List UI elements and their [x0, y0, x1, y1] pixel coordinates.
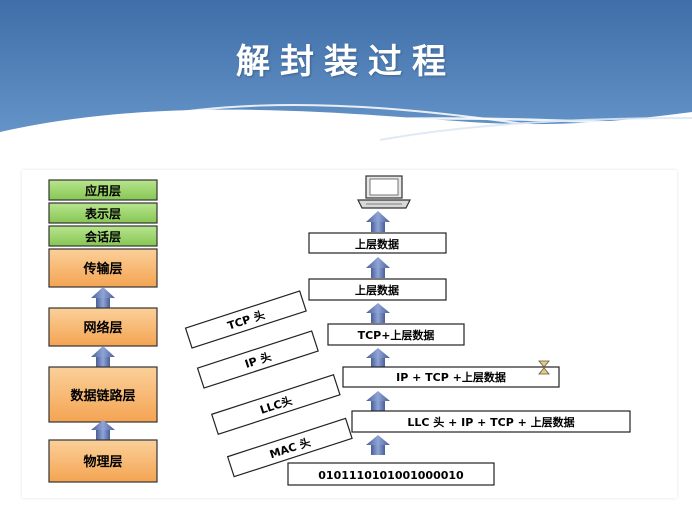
layer-datalink-box — [48, 366, 158, 423]
layer-transport-label: 传输层 — [82, 261, 122, 277]
layer-datalink-label: 数据链路层 — [70, 388, 135, 404]
layer-transport-box — [48, 248, 158, 288]
stack-row-ip — [342, 366, 560, 388]
layer-presentation-box — [48, 202, 158, 224]
slide-header: 解封装过程 — [0, 0, 692, 170]
stack-row-llc — [351, 410, 631, 433]
arrow-up-icon — [366, 303, 390, 323]
stack-row-bits — [287, 462, 495, 486]
stack-row-llc-label: LLC 头 + IP + TCP + 上层数据 — [407, 415, 574, 429]
header-background — [0, 0, 692, 170]
hourglass-icon — [538, 360, 550, 375]
stack-row-ip-label: IP + TCP +上层数据 — [396, 370, 506, 384]
arrow-up-icon — [366, 348, 390, 368]
arrow-up-icon — [366, 211, 390, 232]
computer-icon — [357, 175, 411, 209]
stack-row-upper-data-top-label: 上层数据 — [355, 237, 399, 251]
stack-row-upper-data — [308, 278, 447, 301]
arrow-up-icon — [91, 420, 115, 440]
slide-title: 解封装过程 — [236, 42, 456, 82]
layer-session-label: 会话层 — [85, 229, 121, 244]
decapsulation-diagram: 应用层 表示层 会话层 传输层 网络层 数据链路层 — [48, 175, 631, 486]
stack-row-upper-data-label: 上层数据 — [355, 283, 399, 297]
layer-application-label: 应用层 — [85, 183, 121, 198]
arrow-up-icon — [366, 391, 390, 411]
arrow-up-icon — [91, 287, 115, 308]
layer-network-label: 网络层 — [83, 320, 122, 336]
layer-presentation-label: 表示层 — [84, 206, 121, 221]
diagram-panel: 应用层 表示层 会话层 传输层 网络层 数据链路层 — [22, 170, 677, 498]
layer-physical-label: 物理层 — [83, 454, 122, 470]
arrow-up-icon — [91, 346, 115, 367]
ip-header-tag: IP 头 — [196, 330, 319, 389]
arrow-up-icon — [366, 435, 390, 455]
stack-row-upper-data-top — [308, 232, 447, 254]
arrow-up-icon — [366, 257, 390, 278]
data-stack: 上层数据 上层数据 TCP+上层数据 IP + TCP +上层数据 — [287, 211, 631, 486]
llc-header-tag: LLC头 — [210, 374, 341, 436]
layer-application-box — [48, 179, 158, 201]
layer-physical-box — [48, 439, 158, 483]
layer-session-box — [48, 225, 158, 247]
stack-row-bits-label: 0101110101001000010 — [318, 469, 464, 482]
stack-row-tcp — [327, 323, 465, 346]
osi-layer-column: 应用层 表示层 会话层 传输层 网络层 数据链路层 — [48, 179, 158, 483]
stack-row-tcp-label: TCP+上层数据 — [358, 328, 435, 342]
layer-network-box — [48, 307, 158, 347]
